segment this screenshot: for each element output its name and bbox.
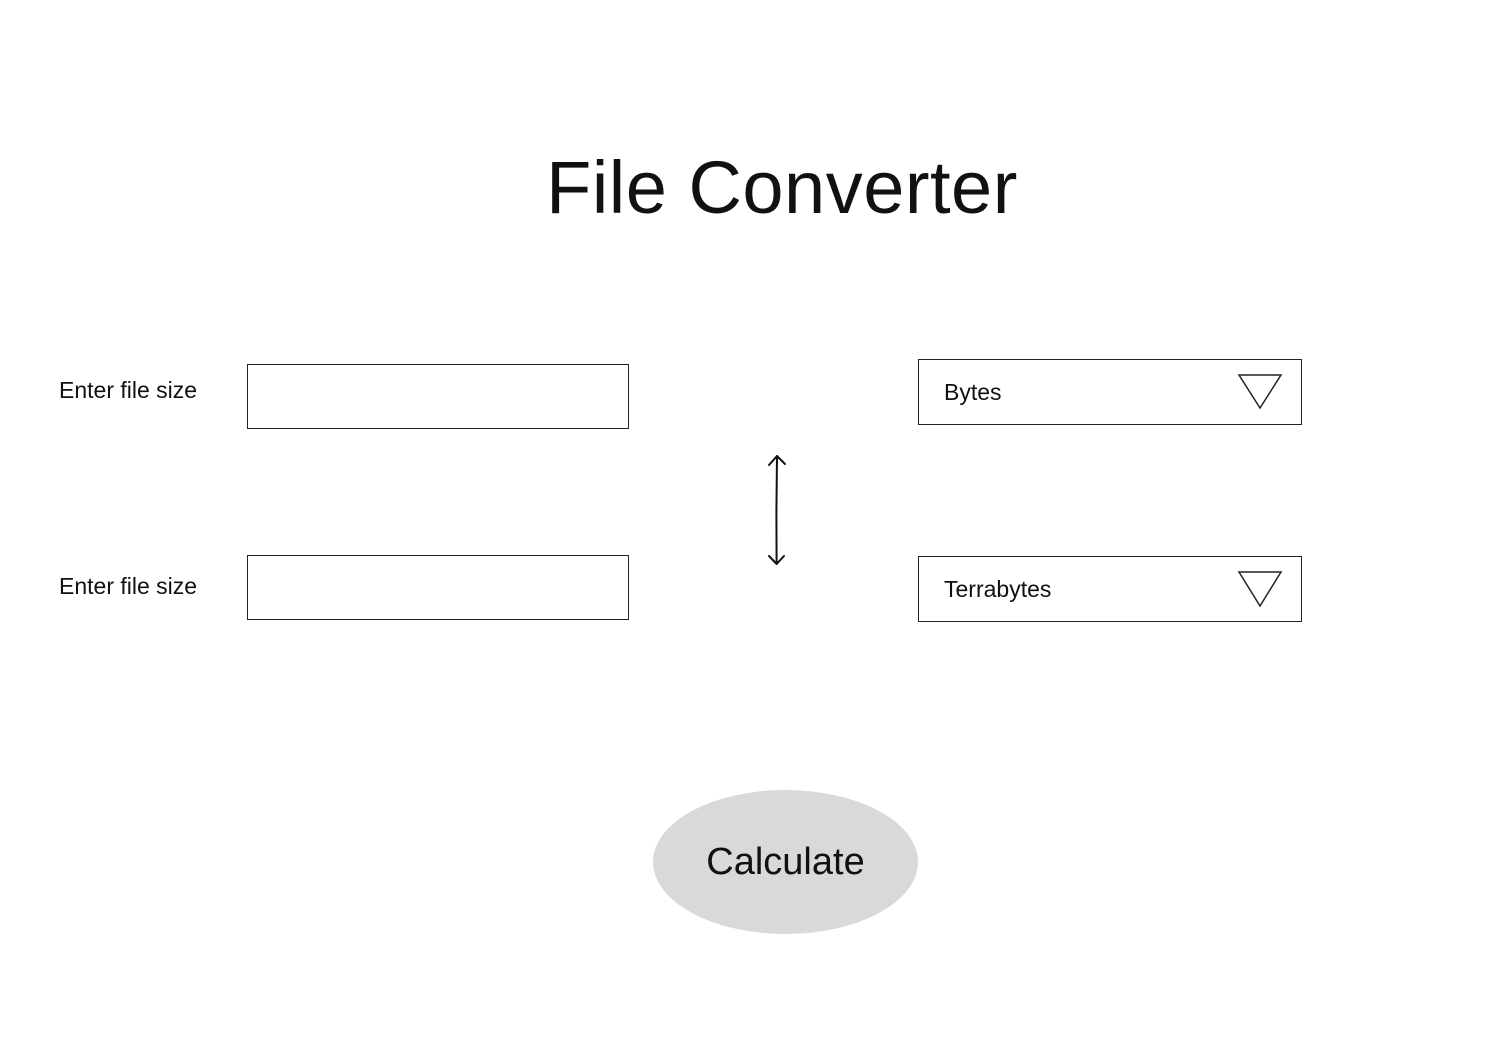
unit-select-to-value: Terrabytes [944, 576, 1052, 602]
up-down-arrow-icon[interactable] [764, 452, 790, 570]
calculate-button-label: Calculate [706, 840, 865, 883]
file-size-input-1[interactable] [247, 364, 629, 429]
unit-select-to[interactable]: Terrabytes [918, 556, 1302, 622]
file-size-label-2: Enter file size [59, 573, 198, 599]
triangle-down-icon[interactable] [1237, 569, 1283, 609]
triangle-down-icon[interactable] [1237, 372, 1283, 412]
file-size-input-2[interactable] [247, 555, 629, 620]
unit-select-from[interactable]: Bytes [918, 359, 1302, 425]
page-title: File Converter [546, 146, 1018, 229]
unit-select-from-value: Bytes [944, 379, 1002, 405]
calculate-button[interactable]: Calculate [653, 790, 918, 934]
file-size-label-1: Enter file size [59, 377, 198, 403]
